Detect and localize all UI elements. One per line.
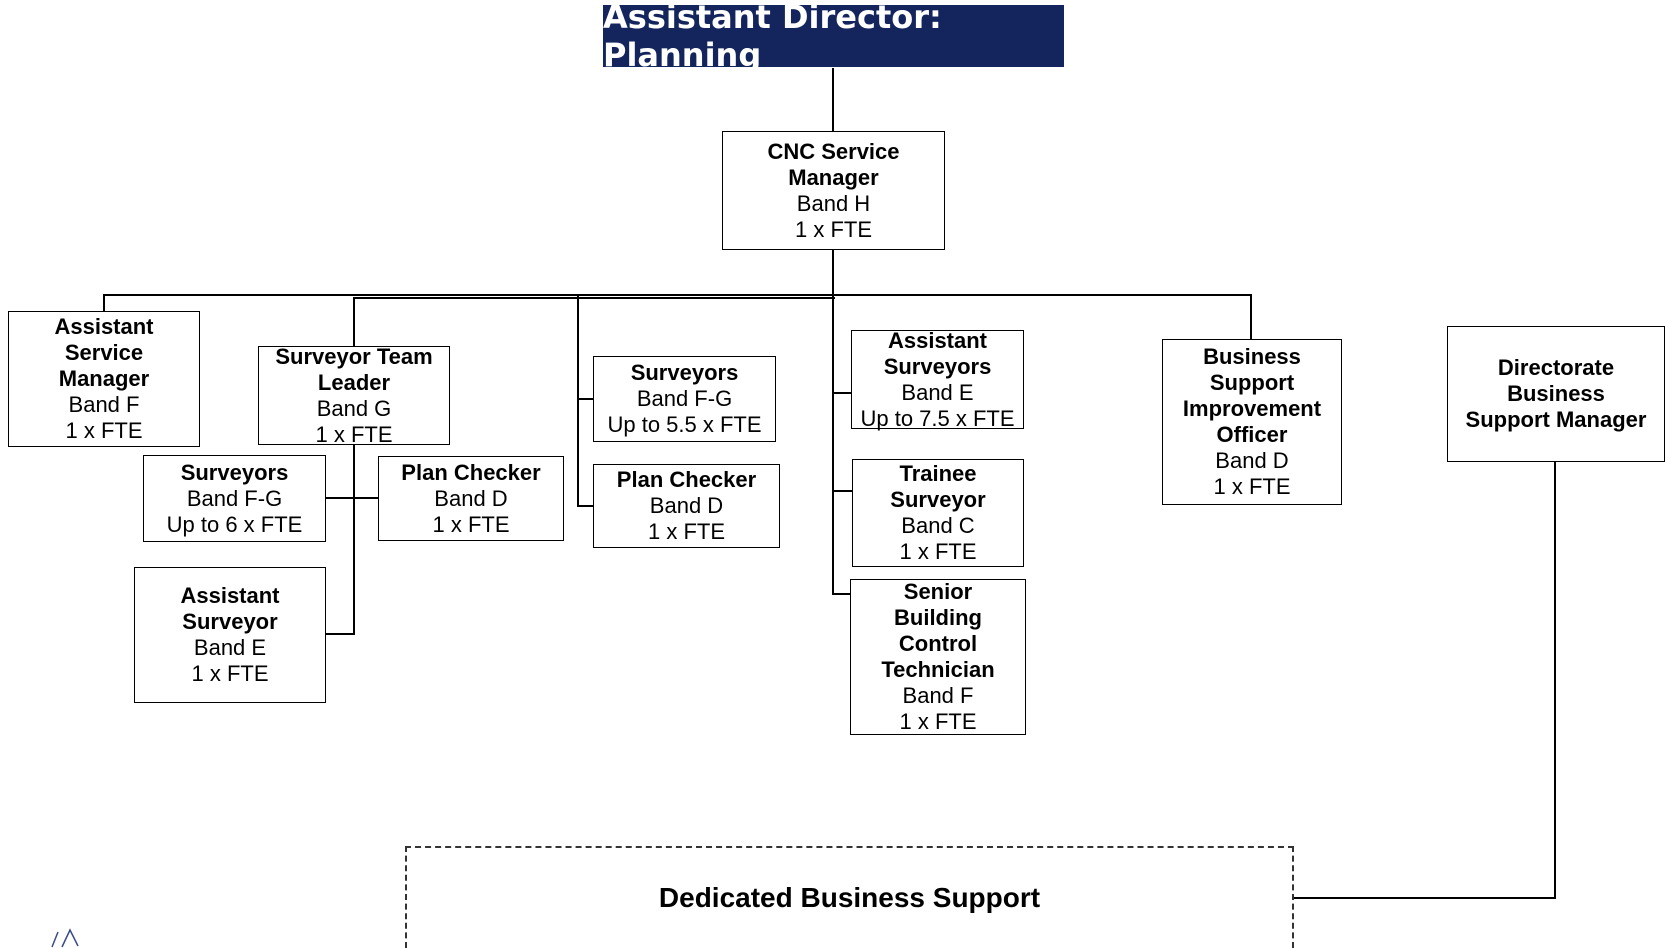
node-title: Plan Checker [401,459,541,485]
connector-line [103,294,1251,296]
node-band: Band D [434,485,508,511]
node-trainee-surveyor: Trainee Surveyor Band C 1 x FTE [852,459,1024,567]
node-band: Band G [316,395,392,421]
node-business-support-improvement-officer: Business Support Improvement Officer Ban… [1162,339,1342,505]
connector-line [353,297,835,299]
node-title: Manager [788,164,879,190]
connector-line [832,490,852,492]
node-fte: 1 x FTE [899,539,977,564]
node-title: Plan Checker [616,467,757,492]
node-title: Officer [1216,422,1288,447]
connector-line [353,444,355,635]
node-surveyor-team-leader: Surveyor Team Leader Band G 1 x FTE [258,343,450,447]
node-directorate-business-support-manager: Directorate Business Support Manager [1447,326,1665,462]
node-title: Senior [903,579,973,604]
node-fte: 1 x FTE [432,511,510,537]
node-fte: Up to 7.5 x FTE [860,405,1015,431]
node-title: Leader [317,369,391,395]
node-fte: 1 x FTE [647,519,725,544]
connector-line [832,392,852,394]
node-fte: 1 x FTE [794,216,872,242]
node-title: Assistant [887,327,988,353]
node-title: Technician [881,657,995,682]
header-banner: Assistant Director: Planning [603,0,1064,74]
connector-line [577,295,579,507]
node-title: Surveyors [883,353,992,379]
node-title: Directorate [1497,355,1615,380]
dedicated-business-support-box: Dedicated Business Support [405,846,1294,948]
node-band: Band H [796,190,871,216]
node-title: Support [1209,370,1295,395]
node-fte: Up to 6 x FTE [166,511,303,537]
connector-line [832,250,834,595]
connector-line [577,398,594,400]
connector-line [577,505,594,507]
node-title: Improvement [1182,396,1322,421]
node-band: Band F-G [186,485,283,511]
node-title: Surveyors [180,459,289,485]
node-fte: 1 x FTE [899,709,977,734]
decorative-mark-icon [51,928,79,948]
connector-line [832,68,834,132]
node-plan-checker-a: Plan Checker Band D 1 x FTE [378,456,564,541]
node-title: Assistant [180,583,280,608]
node-title: Surveyor [890,487,986,512]
node-title: Assistant [54,314,154,339]
node-fte: 1 x FTE [191,661,269,686]
connector-line [1250,294,1252,340]
connector-line [1554,462,1556,899]
node-title: Surveyor Team [275,343,433,369]
node-title: CNC Service [767,138,900,164]
header-title: Assistant Director: Planning [603,0,942,74]
node-band: Band F-G [636,386,733,411]
node-fte: 1 x FTE [315,421,393,447]
node-fte: 1 x FTE [1213,474,1291,499]
node-fte: Up to 5.5 x FTE [607,412,762,437]
connector-line [325,497,380,499]
connector-line [103,294,105,312]
node-title: Surveyor [182,609,278,634]
node-band: Band C [901,513,975,538]
node-surveyors-team-b: Surveyors Band F-G Up to 5.5 x FTE [593,356,776,442]
node-band: Band F [902,683,974,708]
node-assistant-surveyor: Assistant Surveyor Band E 1 x FTE [134,567,326,703]
node-surveyors-team-a: Surveyors Band F-G Up to 6 x FTE [143,455,326,542]
node-senior-building-control-technician: Senior Building Control Technician Band … [850,579,1026,735]
node-band: Band E [901,379,974,405]
node-title: Trainee [899,461,977,486]
node-assistant-service-manager: Assistant Service Manager Band F 1 x FTE [8,311,200,447]
node-title: Surveyors [630,360,739,385]
connector-line [832,593,852,595]
connector-line [1292,897,1556,899]
node-title: Manager [58,366,150,391]
node-band: Band D [1215,448,1289,473]
node-band: Band F [68,392,140,417]
dedicated-business-support-label: Dedicated Business Support [658,882,1041,913]
connector-line [325,633,355,635]
node-cnc-service-manager: CNC Service Manager Band H 1 x FTE [722,131,945,250]
node-band: Band E [193,635,267,660]
node-assistant-surveyors: Assistant Surveyors Band E Up to 7.5 x F… [851,327,1024,431]
node-band: Band D [649,493,724,518]
node-title: Support Manager [1465,407,1647,432]
node-plan-checker-b: Plan Checker Band D 1 x FTE [593,464,780,548]
node-title: Building [894,605,982,630]
node-fte: 1 x FTE [65,418,143,443]
connector-line [353,297,355,347]
node-title: Business [1203,344,1301,369]
node-title: Business [1507,381,1605,406]
node-title: Service [64,340,144,365]
node-title: Control [898,631,978,656]
